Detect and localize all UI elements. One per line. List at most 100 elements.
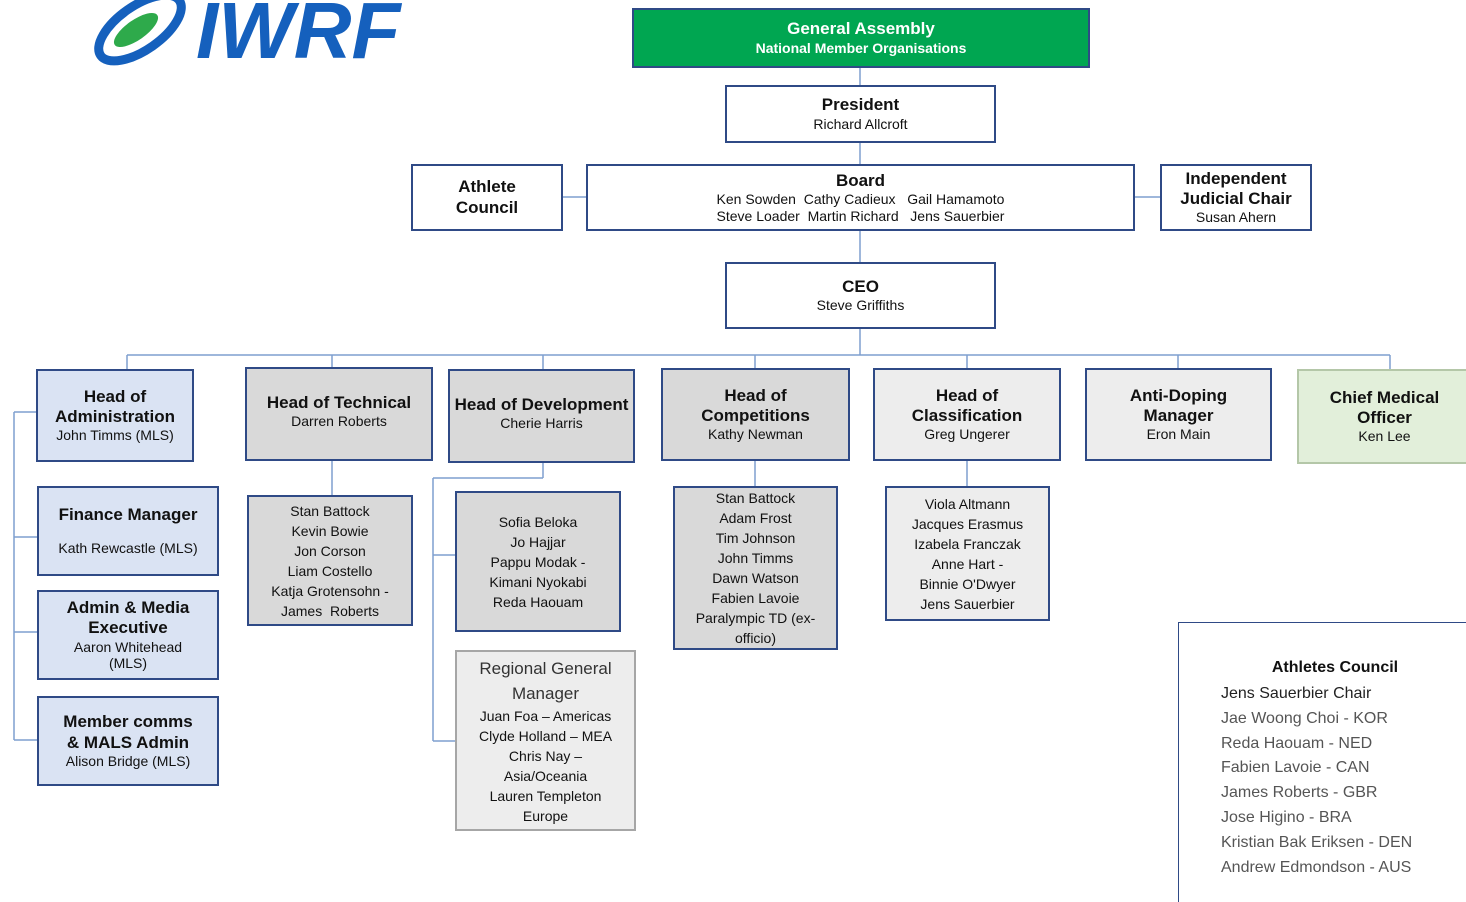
competitions-member: Stan Battock (715, 490, 796, 506)
regional-member: Clyde Holland – MEA (478, 727, 613, 744)
head-of-development-box: Head of Development Cherie Harris (448, 369, 635, 463)
board-title: Board (835, 170, 886, 190)
anti-doping-name: Eron Main (1146, 426, 1211, 443)
head-competitions-line2: Competitions (701, 406, 810, 426)
competitions-member: officio) (735, 630, 776, 646)
athletes-council-member: Reda Haouam - NED (1221, 734, 1373, 752)
development-team-box: Sofia Beloka Jo Hajjar Pappu Modak - Kim… (455, 491, 621, 632)
head-classification-name: Greg Ungerer (924, 426, 1010, 443)
media-line1: Admin & Media (66, 597, 190, 617)
competitions-member: John Timms (717, 550, 794, 566)
athletes-council-member: Andrew Edmondson - AUS (1221, 858, 1412, 876)
classification-member: Jens Sauerbier (920, 595, 1015, 612)
head-competitions-name: Kathy Newman (708, 426, 803, 443)
athletes-council-list: Jens Sauerbier Chair Jae Woong Choi - KO… (1221, 682, 1412, 880)
anti-doping-manager-box: Anti-Doping Manager Eron Main (1085, 368, 1272, 461)
medical-line1: Chief Medical (1329, 387, 1440, 407)
anti-doping-line2: Manager (1143, 406, 1214, 426)
finance-title: Finance Manager (58, 505, 198, 525)
technical-member: Stan Battock (290, 502, 370, 519)
president-title: President (821, 95, 900, 115)
athletes-council-member: Kristian Bak Eriksen - DEN (1221, 833, 1413, 851)
rugby-ball-icon (94, 0, 186, 66)
iwrf-logo: IWRF (94, 0, 403, 72)
classification-member: Viola Altmann (924, 495, 1011, 512)
technical-member: Liam Costello (287, 562, 373, 579)
head-admin-name: John Timms (MLS) (56, 427, 174, 444)
judicial-line1: Independent (1185, 168, 1287, 188)
classification-member: Binnie O'Dwyer (919, 575, 1016, 592)
athlete-council-line2: Council (455, 197, 519, 217)
ceo-name: Steve Griffiths (816, 297, 905, 314)
head-admin-line2: Administration (55, 407, 175, 427)
general-assembly-subtitle: National Member Organisations (755, 39, 967, 56)
anti-doping-line1: Anti-Doping (1129, 385, 1228, 405)
ceo-box: CEO Steve Griffiths (725, 262, 996, 329)
regional-member: Chris Nay – (508, 747, 583, 764)
head-development-name: Cherie Harris (500, 415, 583, 432)
head-competitions-line1: Head of (724, 385, 787, 405)
general-assembly-box: General Assembly National Member Organis… (632, 8, 1090, 68)
regional-member: Lauren Templeton (489, 787, 602, 804)
development-member: Pappu Modak - (490, 553, 586, 570)
head-admin-line1: Head of (83, 386, 147, 406)
medical-name: Ken Lee (1358, 428, 1411, 445)
technical-member: Kevin Bowie (291, 522, 369, 539)
technical-member: Jon Corson (294, 542, 366, 559)
athletes-council-chair: Jens Sauerbier Chair (1221, 685, 1372, 702)
chief-medical-officer-box: Chief Medical Officer Ken Lee (1297, 369, 1466, 464)
board-members-line1: Ken Sowden Cathy Cadieux Gail Hamamoto (716, 190, 1005, 207)
comms-name: Alison Bridge (MLS) (65, 752, 191, 769)
regional-title-line2: Manager (511, 683, 580, 703)
competitions-member: Dawn Watson (712, 570, 799, 586)
technical-team-box: Stan Battock Kevin Bowie Jon Corson Liam… (247, 495, 413, 626)
athletes-council-member: James Roberts - GBR (1221, 784, 1378, 802)
judicial-name: Susan Ahern (1195, 209, 1277, 226)
judicial-line2: Judicial Chair (1180, 189, 1292, 209)
technical-member: James Roberts (280, 602, 380, 619)
development-member: Jo Hajjar (510, 533, 566, 550)
board-box: Board Ken Sowden Cathy Cadieux Gail Hama… (586, 164, 1135, 231)
technical-member: Katja Grotensohn - (271, 582, 389, 599)
athletes-council-member: Fabien Lavoie - CAN (1221, 759, 1370, 777)
development-member: Sofia Beloka (498, 513, 578, 530)
regional-general-manager-box: Regional General Manager Juan Foa – Amer… (455, 650, 636, 831)
regional-member: Asia/Oceania (503, 767, 588, 784)
competitions-member: Paralympic TD (ex- (695, 610, 816, 626)
competitions-member: Adam Frost (719, 510, 792, 526)
classification-member: Izabela Franczak (914, 535, 1021, 552)
media-line2: Executive (88, 618, 168, 638)
media-name1: Aaron Whitehead (73, 638, 183, 655)
media-name2: (MLS) (108, 655, 148, 672)
head-of-administration-box: Head of Administration John Timms (MLS) (36, 369, 194, 462)
competitions-member: Fabien Lavoie (711, 590, 800, 606)
board-members-line2: Steve Loader Martin Richard Jens Sauerbi… (716, 207, 1005, 224)
member-comms-box: Member comms & MALS Admin Alison Bridge … (37, 696, 219, 786)
development-member: Reda Haouam (492, 593, 584, 610)
judicial-chair-box: Independent Judicial Chair Susan Ahern (1160, 164, 1312, 231)
finance-name: Kath Rewcastle (MLS) (58, 540, 198, 556)
classification-member: Jacques Erasmus (911, 515, 1024, 532)
comms-line1: Member comms (63, 712, 193, 732)
athletes-council-title: Athletes Council (1271, 659, 1399, 676)
head-technical-title: Head of Technical (266, 393, 412, 412)
regional-member: Juan Foa – Americas (479, 707, 612, 724)
president-box: President Richard Allcroft (725, 85, 996, 143)
head-classification-line2: Classification (911, 406, 1023, 426)
admin-media-executive-box: Admin & Media Executive Aaron Whitehead … (37, 590, 219, 680)
head-of-technical-box: Head of Technical Darren Roberts (245, 367, 433, 461)
logo-text: IWRF (196, 0, 403, 72)
ceo-title: CEO (842, 276, 879, 296)
medical-line2: Officer (1357, 408, 1412, 428)
regional-member: Europe (522, 807, 569, 824)
head-technical-name: Darren Roberts (291, 413, 387, 430)
classification-member: Anne Hart - (931, 555, 1004, 572)
competitions-team-box: Stan Battock Adam Frost Tim Johnson John… (673, 486, 838, 650)
comms-line2: & MALS Admin (66, 732, 190, 752)
competitions-member: Tim Johnson (715, 530, 796, 546)
development-member: Kimani Nyokabi (489, 573, 587, 590)
head-classification-line1: Head of (935, 385, 999, 405)
head-development-title: Head of Development (454, 395, 629, 414)
general-assembly-title: General Assembly (787, 19, 935, 39)
